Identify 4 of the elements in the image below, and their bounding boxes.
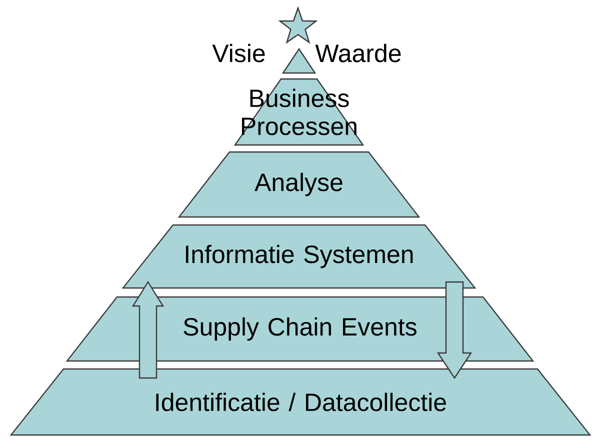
block-arrow <box>436 281 472 380</box>
block-arrow <box>132 280 164 379</box>
label-text: Waarde <box>315 44 401 62</box>
label-text: Visie <box>212 44 265 62</box>
